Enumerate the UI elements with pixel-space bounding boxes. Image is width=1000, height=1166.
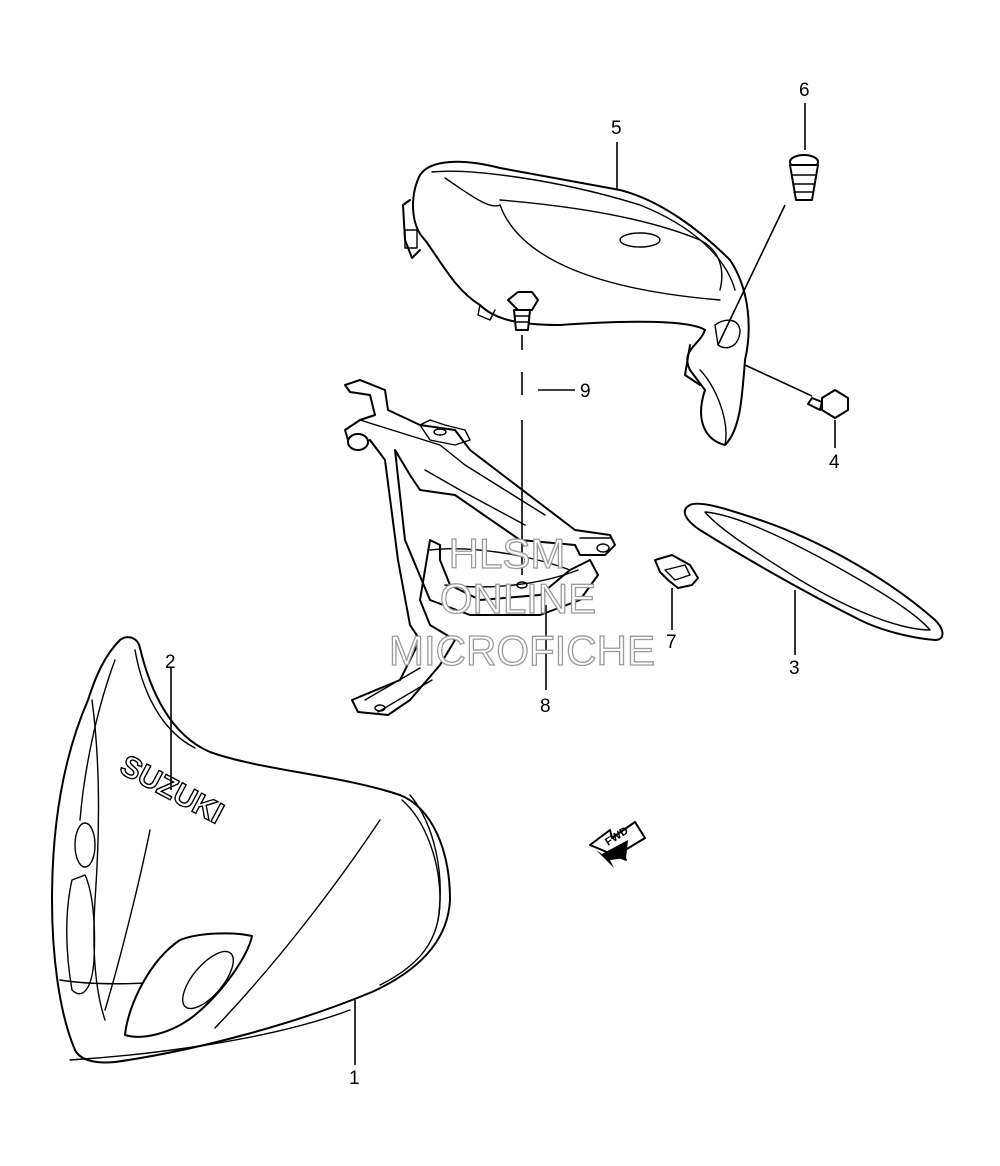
watermark-line-1: HLSM [449,530,566,577]
part-6-screw [789,154,819,201]
part-4-grommet [807,389,849,419]
part-9-bolt [507,291,539,331]
part-1-front-cowl: SUZUKI [51,636,451,1064]
callout-1: 1 [349,1068,360,1089]
part-7-clip [654,554,699,589]
callout-4: 4 [829,452,840,473]
callout-3: 3 [789,658,800,679]
leader-lines [170,103,836,1065]
callout-5: 5 [611,118,622,139]
part-8-bracket [344,379,616,716]
part-5-inner-cowl [402,160,750,446]
fwd-arrow-icon: FWD [589,821,646,868]
part-3-trim [683,502,944,641]
callout-8: 8 [540,696,551,717]
callout-9: 9 [580,381,591,402]
callout-2: 2 [165,652,176,673]
callout-7: 7 [666,632,677,653]
watermark-line-2: ONLINE [440,575,596,622]
watermark: HLSM ONLINE MICROFICHE [388,529,655,674]
callout-6: 6 [799,80,810,101]
callouts: 5 6 9 4 7 3 8 2 1 [165,80,840,1089]
watermark-line-3: MICROFICHE [389,627,655,674]
